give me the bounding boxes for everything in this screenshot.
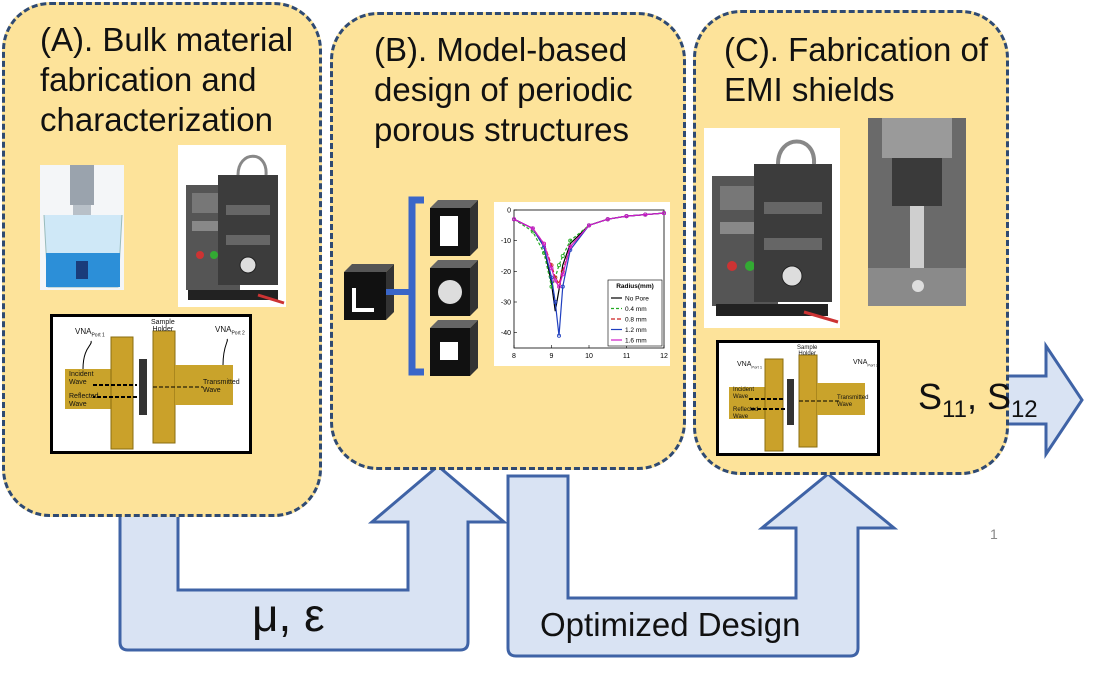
hot-press-photo-c (704, 128, 840, 328)
incident-label-a: Incident Wave (69, 371, 94, 386)
panel-b-title: (B). Model-based design of periodic poro… (374, 31, 633, 148)
page-number: 1 (990, 526, 998, 542)
arrow-b-to-c (506, 472, 899, 658)
sonicator-drawing (43, 165, 123, 288)
sonicator-photo (40, 165, 124, 290)
vna-setup-c-drawing (729, 354, 865, 452)
port1-text-c: VNA (737, 361, 752, 368)
s-parameters-label: S11, S12 (918, 376, 1038, 424)
legend-entry: 1.2 mm (625, 327, 647, 334)
vna-setup-c: Sample Holder VNAPort 1 VNAPort 2 Incide… (716, 340, 880, 456)
reflected-label-c: Reflected Wave (733, 407, 759, 420)
series-point (587, 223, 592, 228)
series-point (530, 226, 535, 231)
s-param-s11-base: S (918, 376, 943, 417)
series-point (557, 333, 562, 338)
reflected-label-a: Reflected Wave (69, 393, 99, 408)
series-point (557, 263, 562, 268)
port2-sub-c: Port 2 (867, 362, 879, 368)
pore-cell-cylinder (430, 200, 478, 256)
series-point (605, 217, 610, 222)
hot-press-drawing (186, 154, 285, 305)
series-point (643, 212, 648, 217)
port1-sub-a: Port 1 (91, 332, 105, 339)
unit-cell-diagram (344, 196, 478, 376)
port2-label-c: VNAPort 2 (853, 359, 878, 367)
unit-cell-cube (344, 264, 394, 320)
milling-drawing (868, 118, 966, 306)
port2-sub-a: Port 2 (231, 330, 245, 337)
series-point (661, 211, 666, 216)
pore-cell-sphere (430, 260, 478, 316)
port2-text-c: VNA (853, 359, 868, 366)
series-point (549, 275, 554, 280)
legend-entry: 0.4 mm (625, 306, 647, 313)
vna-setup-a-drawing (65, 330, 233, 450)
series-point (568, 238, 573, 243)
legend-box (607, 279, 663, 347)
pore-cell-cube (430, 320, 478, 376)
sample-holder-label-a: Sample Holder (151, 319, 175, 333)
series-point (560, 254, 565, 259)
milling-photo (868, 118, 966, 306)
x-tick-label: 10 (585, 353, 593, 360)
arrow-a-to-b (118, 464, 509, 652)
panel-c-title: (C). Fabrication of EMI shields (724, 31, 989, 108)
panel-a-title: (A). Bulk material fabrication and chara… (40, 21, 294, 138)
series-point (624, 214, 629, 219)
hot-press-c-drawing (712, 139, 839, 324)
optimized-design-label: Optimized Design (540, 606, 801, 643)
y-tick-label: -30 (501, 300, 511, 307)
transmitted-label-a: Transmitted Wave (203, 379, 240, 394)
sample-holder-label-c: Sample Holder (797, 345, 818, 357)
s-param-s12-base: , S (966, 376, 1011, 417)
series-point (568, 244, 573, 249)
series-point (560, 272, 565, 277)
port1-sub-c: Port 1 (751, 364, 763, 370)
incident-label-c: Incident Wave (733, 387, 755, 400)
legend-entry: 0.8 mm (625, 317, 647, 324)
y-tick-label: 0 (507, 208, 511, 215)
transmitted-label-c: Transmitted Wave (837, 395, 869, 408)
x-tick-label: 12 (660, 353, 668, 360)
y-tick-label: -40 (501, 330, 511, 337)
x-tick-label: 8 (512, 353, 516, 360)
x-tick-label: 9 (550, 353, 554, 360)
series-point (557, 284, 562, 289)
y-tick-label: -20 (501, 269, 511, 276)
s-param-s12-sub: 12 (1010, 396, 1038, 424)
y-tick-label: -10 (501, 238, 511, 245)
reflection-chart: 8 9 10 11 12 0 -10 -20 -30 -40 Radius(mm) No Pore 0.… (494, 202, 670, 366)
series-point (553, 278, 558, 283)
port1-label-c: VNAPort 1 (737, 361, 762, 369)
port1-text-a: VNA (75, 327, 92, 336)
legend-entry: 1.6 mm (625, 338, 647, 345)
port2-label-a: VNAPort 2 (215, 325, 245, 337)
series-line (513, 212, 665, 289)
series-point (549, 266, 554, 271)
x-tick-label: 11 (623, 353, 630, 360)
series-point (511, 217, 516, 222)
series-line (513, 212, 665, 289)
legend-title: Radius(mm) (616, 283, 654, 290)
series-point (560, 284, 565, 289)
port2-text-a: VNA (215, 325, 232, 334)
mu-epsilon-label: μ, ε (252, 589, 325, 641)
series-point (553, 300, 558, 305)
series-point (542, 241, 547, 246)
vna-setup-a: Sample Holder VNAPort 1 VNAPort 2 Incide… (50, 314, 252, 454)
port1-label-a: VNAPort 1 (75, 327, 105, 339)
s-param-s11-sub: 11 (942, 396, 967, 424)
legend-entry: No Pore (625, 296, 649, 303)
hot-press-photo (178, 145, 286, 307)
